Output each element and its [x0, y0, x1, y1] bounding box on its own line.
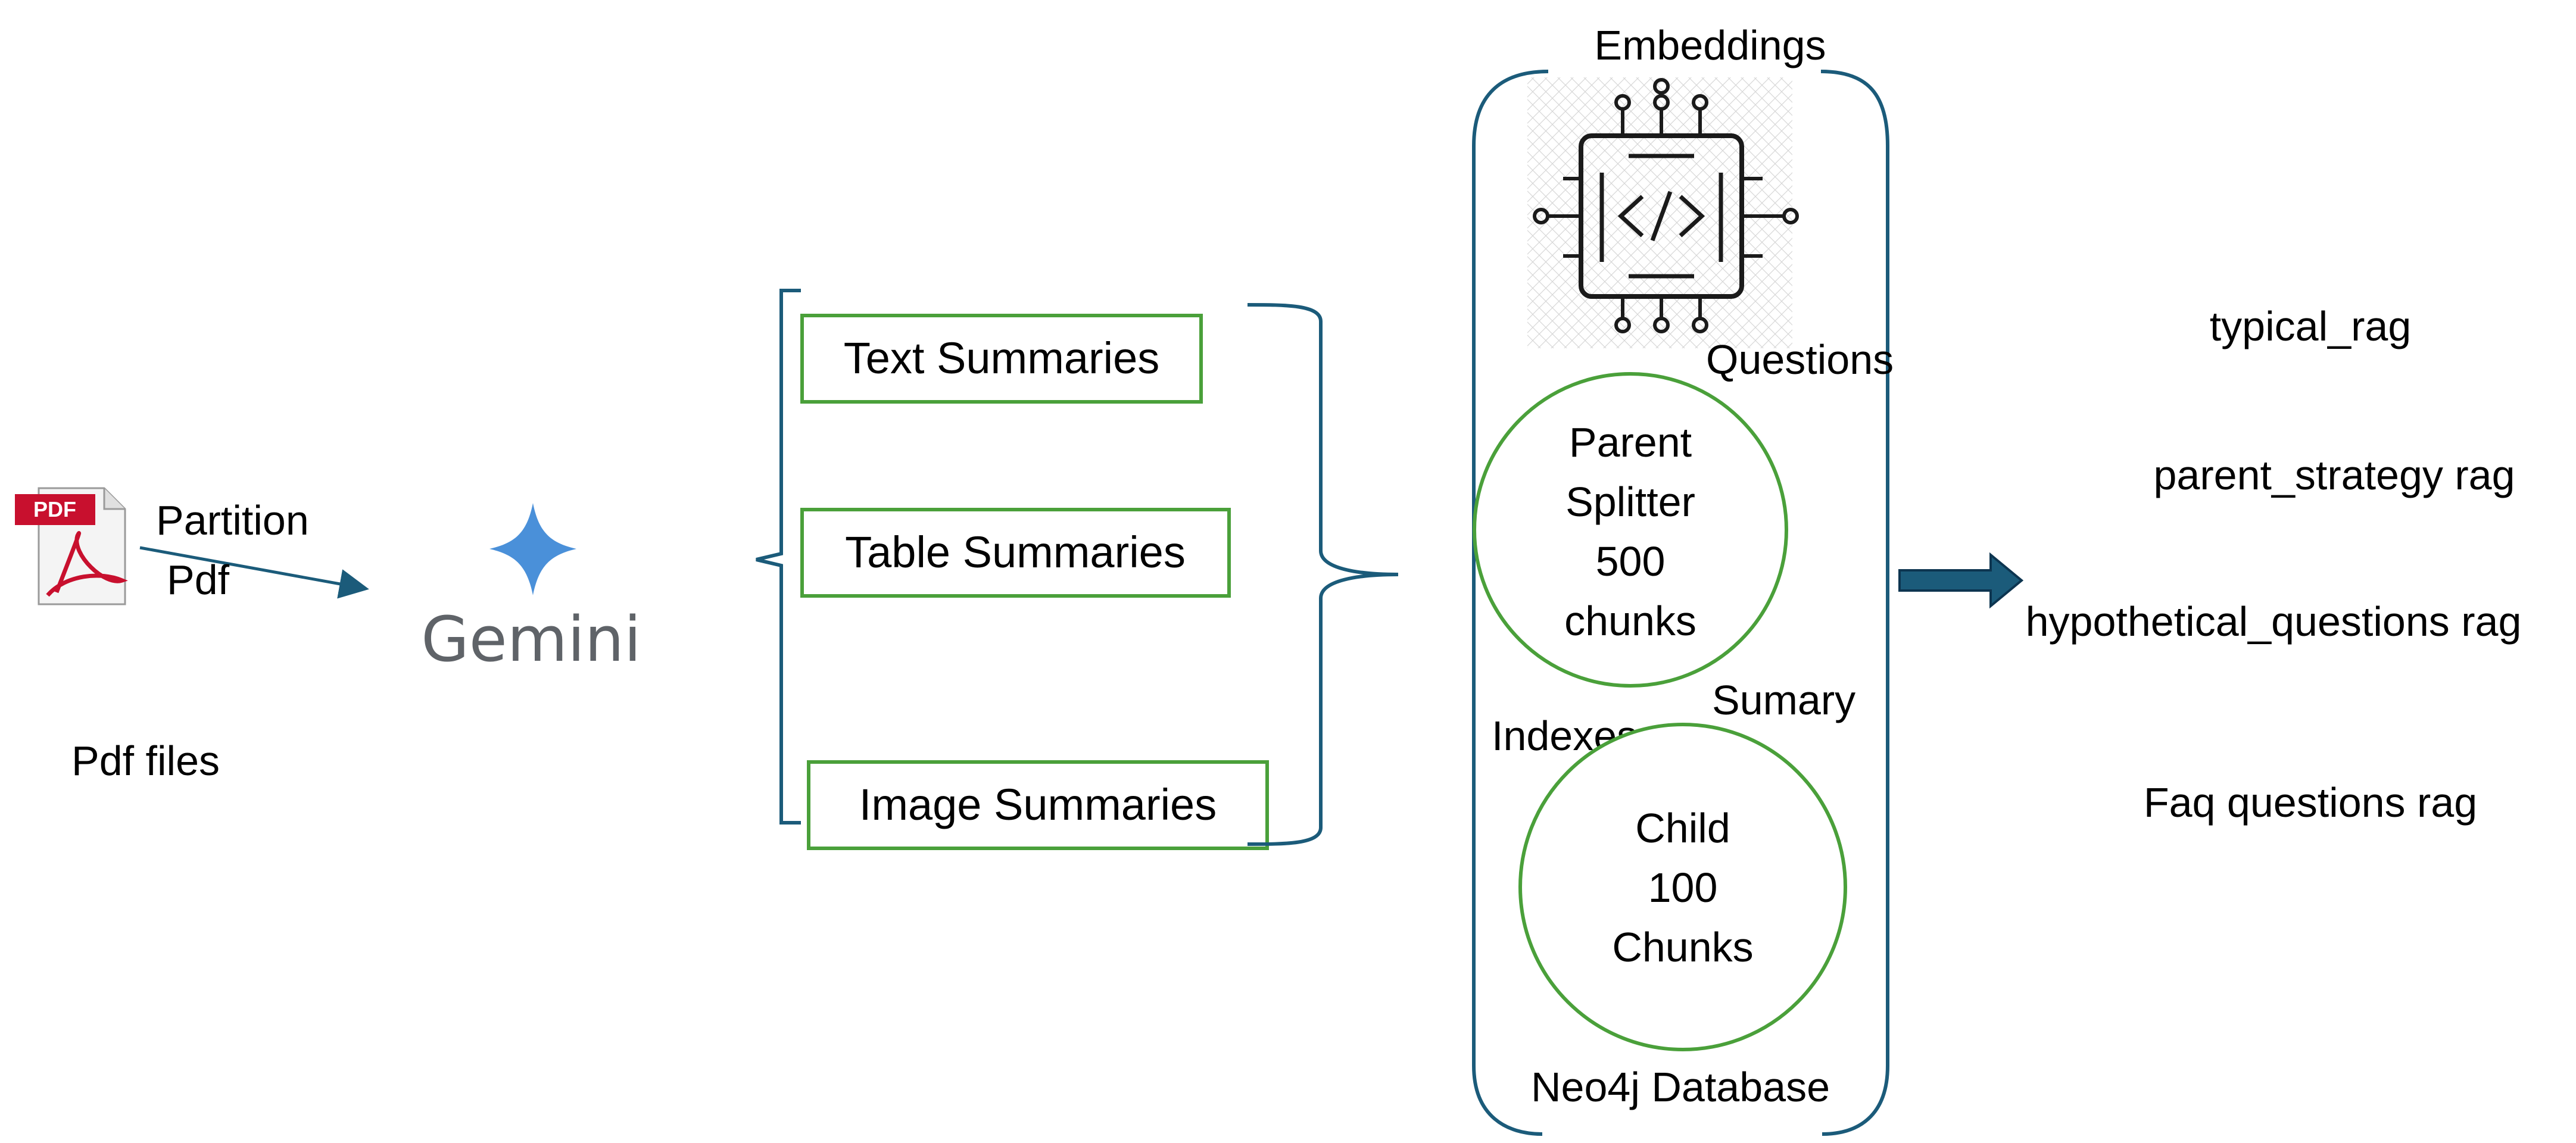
summary-label: Sumary: [1712, 677, 1855, 723]
parent-circle-line-2: Splitter: [1565, 479, 1695, 525]
left-bracket: [756, 289, 801, 825]
child-circle-line-1: Child: [1635, 805, 1730, 851]
gemini-label: Gemini: [421, 603, 641, 676]
pdf-icon-text: PDF: [33, 497, 76, 521]
text-summaries-box: Text Summaries: [800, 314, 1203, 404]
output-arrow: [1898, 552, 2024, 609]
rag-strategies-list: typical_rag parent_strategy rag hypothet…: [2026, 303, 2522, 826]
rag-strategy-item: Faq questions rag: [2144, 779, 2477, 826]
right-brace: [1247, 303, 1399, 846]
parent-circle-line-1: Parent: [1569, 419, 1692, 466]
partition-arrow: [139, 546, 369, 599]
code-chip-icon: [1527, 77, 1799, 348]
rag-strategy-item: hypothetical_questions rag: [2026, 598, 2522, 645]
image-summaries-label: Image Summaries: [859, 780, 1217, 829]
parent-circle-line-3: 500: [1596, 538, 1666, 585]
pdf-file-icon: PDF: [15, 487, 128, 605]
embeddings-label: Embeddings: [1594, 22, 1826, 68]
partition-label-pdf: Pdf: [167, 557, 230, 603]
child-circle-line-2: 100: [1648, 864, 1718, 911]
table-summaries-label: Table Summaries: [845, 527, 1186, 577]
pdf-files-label: Pdf files: [71, 738, 220, 784]
partition-label: Partition: [156, 497, 309, 544]
database-right-bracket: [1820, 70, 1889, 1136]
rag-strategy-item: parent_strategy rag: [2153, 452, 2515, 498]
image-summaries-box: Image Summaries: [807, 760, 1269, 850]
text-summaries-label: Text Summaries: [844, 333, 1159, 383]
child-circle-line-3: Chunks: [1612, 924, 1753, 970]
parent-splitter-circle: Parent Splitter 500 chunks: [1473, 372, 1788, 688]
gemini-star-icon: [489, 503, 576, 595]
child-chunks-circle: Child 100 Chunks: [1518, 723, 1847, 1051]
neo4j-database-label: Neo4j Database: [1531, 1064, 1830, 1110]
database-left-bracket: [1472, 70, 1549, 1136]
rag-strategy-item: typical_rag: [2210, 303, 2412, 349]
table-summaries-box: Table Summaries: [800, 508, 1231, 598]
parent-circle-line-4: chunks: [1564, 598, 1696, 644]
questions-label: Questions: [1706, 336, 1894, 383]
